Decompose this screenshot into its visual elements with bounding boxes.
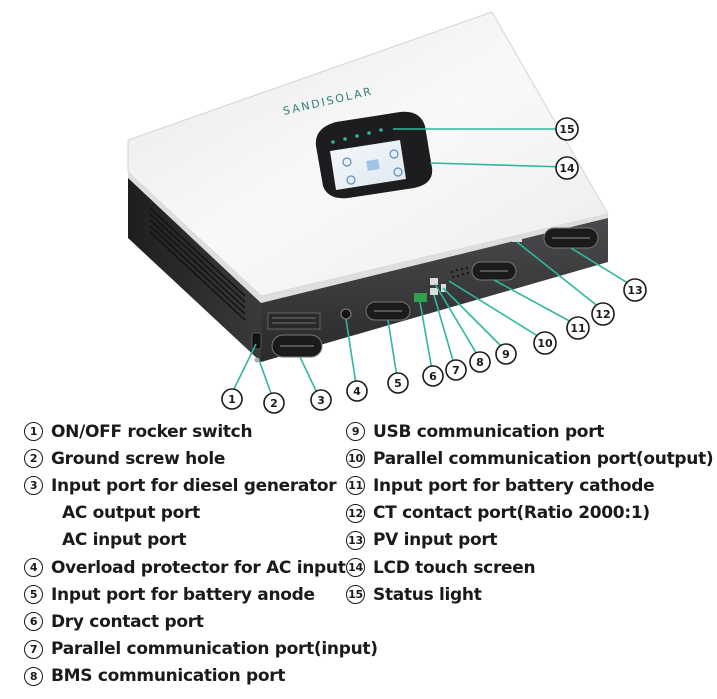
legend-item: 5 Input port for battery anode — [24, 581, 378, 608]
legend-number: 15 — [346, 585, 365, 605]
legend-number: 8 — [24, 666, 43, 686]
legend-item: 4 Overload protector for AC input — [24, 554, 378, 581]
legend-number: 7 — [24, 639, 43, 659]
callout-lines — [231, 128, 632, 397]
svg-text:3: 3 — [317, 394, 325, 407]
legend-number: 9 — [346, 422, 365, 442]
legend-item: 9 USB communication port — [346, 418, 713, 445]
legend-number: 3 — [24, 476, 43, 496]
battery-anode-port[interactable] — [365, 301, 411, 321]
svg-text:9: 9 — [502, 348, 510, 361]
svg-text:14: 14 — [559, 162, 575, 175]
callout-15: 15 — [555, 117, 579, 141]
callout-7: 7 — [445, 359, 467, 381]
ct-contact-port[interactable] — [512, 236, 522, 242]
ac-port-3[interactable] — [267, 312, 323, 358]
legend-subitem: AC input port — [24, 527, 378, 554]
legend-number: 4 — [24, 558, 43, 578]
callout-8: 8 — [469, 351, 491, 373]
legend-label: CT contact port(Ratio 2000:1) — [373, 503, 650, 524]
legend-label: Parallel communication port(output) — [373, 448, 714, 469]
legend-number: 13 — [346, 530, 365, 550]
legend-subitem: AC output port — [24, 500, 378, 527]
callout-11: 11 — [566, 316, 590, 340]
legend-item: 1 ON/OFF rocker switch — [24, 418, 378, 445]
vent-grille — [450, 266, 470, 279]
overload-protector[interactable] — [340, 308, 352, 320]
legend-label: Status light — [373, 584, 482, 605]
legend-right: 9 USB communication port 10 Parallel commu… — [346, 418, 714, 608]
svg-text:11: 11 — [570, 322, 585, 335]
callout-6: 6 — [422, 365, 444, 387]
legend-item: 10 Parallel communication port(output) — [346, 445, 714, 472]
callout-1: 1 — [221, 388, 243, 410]
callout-4: 4 — [346, 380, 368, 402]
battery-cathode-port[interactable] — [471, 261, 517, 281]
legend-item: 8 BMS communication port — [24, 663, 378, 690]
bms-port[interactable] — [430, 278, 438, 285]
legend-number: 5 — [24, 585, 43, 605]
callout-2: 2 — [263, 392, 285, 414]
ground-screw-hole — [254, 357, 260, 363]
legend-number: 10 — [346, 449, 365, 469]
legend-item: 2 Ground screw hole — [24, 445, 378, 472]
callout-5: 5 — [387, 372, 409, 394]
svg-text:10: 10 — [537, 337, 553, 350]
svg-text:2: 2 — [270, 397, 278, 410]
legend-label: Input port for diesel generator — [51, 475, 337, 496]
legend-left: 1 ON/OFF rocker switch 2 Ground screw hole… — [24, 418, 378, 690]
svg-text:12: 12 — [595, 308, 610, 321]
legend-item: 7 Parallel communication port(input) — [24, 636, 378, 663]
on-off-rocker-switch[interactable] — [251, 332, 262, 350]
svg-text:5: 5 — [394, 377, 402, 390]
legend-item: 14 LCD touch screen — [346, 554, 713, 581]
svg-text:6: 6 — [429, 370, 437, 383]
legend-number: 14 — [346, 558, 365, 578]
legend-number: 1 — [24, 422, 43, 442]
svg-text:1: 1 — [228, 393, 236, 406]
callout-10: 10 — [533, 331, 557, 355]
legend-label: ON/OFF rocker switch — [51, 421, 253, 442]
callout-9: 9 — [495, 343, 517, 365]
left-side-panel — [128, 172, 261, 362]
legend-item: 15 Status light — [346, 581, 713, 608]
legend-number: 2 — [24, 449, 43, 469]
legend-label: Input port for battery anode — [51, 584, 315, 605]
callout-13: 13 — [623, 278, 647, 302]
inverter-diagram: SANDISOLAR — [127, 11, 647, 414]
svg-text:13: 13 — [627, 284, 642, 297]
callout-markers: 1 2 3 4 5 6 7 8 9 10 11 12 13 14 15 — [221, 117, 647, 414]
legend-label: Ground screw hole — [51, 448, 226, 469]
legend-label: Overload protector for AC input — [51, 557, 346, 578]
svg-text:4: 4 — [353, 385, 361, 398]
legend-label: AC input port — [62, 530, 187, 551]
svg-text:8: 8 — [476, 356, 484, 369]
legend-item: 12 CT contact port(Ratio 2000:1) — [346, 500, 713, 527]
parallel-input-port[interactable] — [430, 288, 438, 295]
legend-item: 13 PV input port — [346, 527, 713, 554]
legend-number: 11 — [346, 476, 365, 496]
callout-3: 3 — [310, 389, 332, 411]
legend-label: USB communication port — [373, 421, 605, 442]
status-light-icon — [331, 128, 383, 144]
legend-label: Input port for battery cathode — [373, 475, 655, 496]
legend-item: 3 Input port for diesel generator — [24, 472, 378, 499]
lcd-bezel — [315, 111, 433, 199]
callout-12: 12 — [591, 302, 615, 326]
pv-input-port[interactable] — [543, 227, 599, 249]
legend-label: PV input port — [373, 530, 498, 551]
legend-label: BMS communication port — [51, 666, 286, 687]
legend-number: 12 — [346, 503, 365, 523]
legend-label: LCD touch screen — [373, 557, 536, 578]
legend-item: 6 Dry contact port — [24, 608, 378, 635]
callout-14: 14 — [555, 156, 579, 180]
dry-contact-port[interactable] — [414, 293, 427, 302]
svg-text:15: 15 — [559, 123, 574, 136]
legend-label: Parallel communication port(input) — [51, 639, 378, 660]
legend-item: 11 Input port for battery cathode — [346, 472, 713, 499]
legend-label: AC output port — [62, 503, 200, 524]
legend-number: 6 — [24, 612, 43, 632]
svg-text:7: 7 — [452, 364, 460, 377]
legend-label: Dry contact port — [51, 611, 204, 632]
